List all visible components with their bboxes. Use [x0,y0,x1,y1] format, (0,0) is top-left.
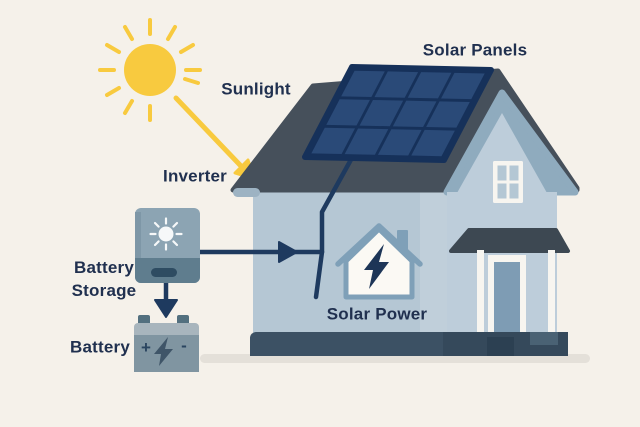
door [494,262,520,335]
inverter-battery-arrow [154,280,178,318]
inverter-label: Inverter [163,166,227,186]
sun-small-icon [149,217,183,251]
gable-face [457,113,547,193]
battery-storage-line1: Battery [74,258,134,277]
solar-power-house-icon [335,223,423,300]
solar-panel-cells [311,70,485,157]
lightning-bolt-icon [364,244,389,289]
solar-power-label: Solar Power [326,304,428,324]
solar-panels-label: Solar Panels [422,40,528,60]
inverter-device [135,208,200,283]
eave-cap [233,188,260,197]
battery-minus-mark: - [181,336,187,355]
inverter-house-arrow [197,241,325,263]
battery-plus-mark: + [141,338,151,357]
panel-wire [313,153,356,300]
solar-panel [302,64,494,163]
inverter-handle [151,268,177,277]
foundation [250,332,568,356]
battery-label: Battery [70,337,130,357]
battery-device: + - [134,315,199,372]
porch-awning [449,228,570,253]
ground-shadow [200,354,590,363]
battery-cap [134,323,199,335]
porch-post [548,250,555,334]
sunlight-label: Sunlight [221,79,291,99]
porch [449,228,570,335]
window [493,161,523,203]
battery-storage-label: Battery Storage [49,256,159,302]
battery-bolt-icon [154,337,173,366]
porch-post [477,250,484,334]
battery-storage-line2: Storage [71,281,137,300]
sun-icon [98,18,202,122]
